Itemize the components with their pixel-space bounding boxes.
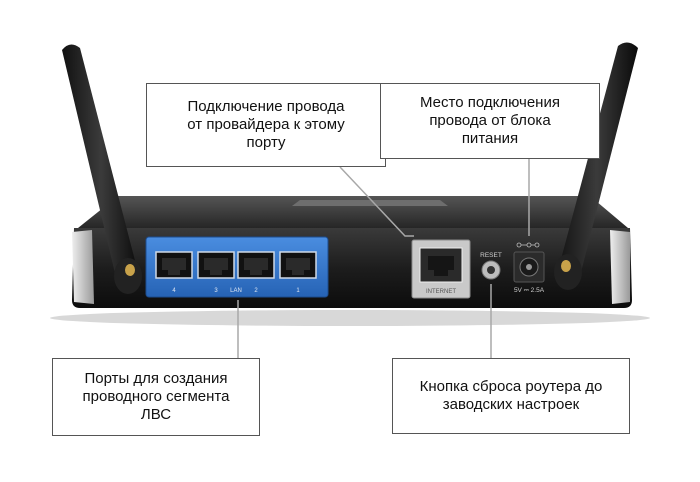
router-top-highlight — [292, 200, 448, 206]
lan-port-1[interactable] — [279, 251, 317, 279]
power-jack[interactable] — [513, 251, 545, 283]
callout-isp-line-2: от провайдера к этому — [187, 116, 345, 133]
lan-port-number-4: 4 — [172, 288, 176, 294]
lan-port-number-3: 3 — [214, 288, 218, 294]
callout-lan-line-3: ЛВС — [140, 406, 172, 423]
callout-power-line-2: провода от блока — [429, 112, 551, 129]
callout-reset-line-2: заводских настроек — [442, 396, 580, 413]
left-antenna — [62, 44, 142, 294]
callout-lan-ports: Порты для создания проводного сегмента Л… — [52, 358, 260, 436]
router-top — [78, 196, 628, 228]
reset-label: RESET — [480, 252, 502, 259]
callout-reset-button: Кнопка сброса роутера до заводских настр… — [392, 358, 630, 434]
callout-isp-port: Подключение провода от провайдера к этом… — [146, 83, 386, 167]
lan-label: LAN — [230, 288, 242, 294]
power-connector-icon — [516, 242, 540, 248]
callout-power-line-1: Место подключения — [420, 94, 560, 111]
reset-button[interactable] — [481, 260, 501, 280]
callout-reset-line-1: Кнопка сброса роутера до — [419, 378, 603, 395]
connector-line-isp — [339, 166, 414, 237]
callout-power-line-3: питания — [461, 130, 519, 147]
right-side-panel — [610, 230, 630, 304]
lan-port-4[interactable] — [155, 251, 193, 279]
lan-port-number-2: 2 — [254, 288, 258, 294]
callout-isp-line-3: порту — [246, 134, 286, 151]
lan-port-2[interactable] — [237, 251, 275, 279]
callout-lan-line-2: проводного сегмента — [82, 388, 230, 405]
lan-port-3[interactable] — [197, 251, 235, 279]
right-antenna — [554, 42, 638, 290]
callout-lan-line-1: Порты для создания — [84, 370, 228, 387]
power-label: 5V ⎓ 2.5A — [514, 287, 545, 294]
callout-power-port: Место подключения провода от блока питан… — [380, 83, 600, 159]
internet-port[interactable] — [411, 239, 471, 299]
router-shadow — [50, 310, 650, 326]
internet-label: INTERNET — [426, 289, 456, 295]
lan-port-number-1: 1 — [296, 288, 300, 294]
callout-isp-line-1: Подключение провода — [187, 98, 345, 115]
left-side-panel — [72, 230, 94, 304]
